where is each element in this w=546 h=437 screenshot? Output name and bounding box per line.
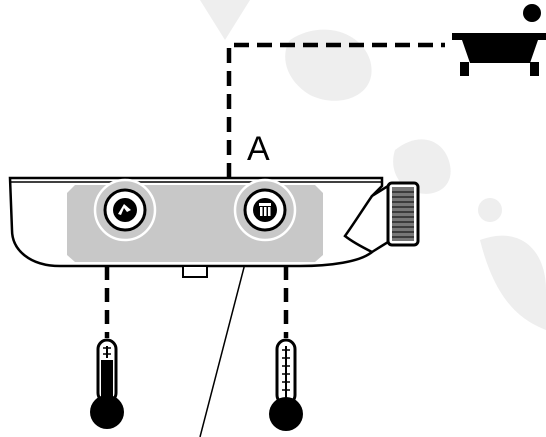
thermometer-hot-icon [90,338,124,429]
watermark [200,0,546,330]
mixer-body [8,176,384,278]
drain-nub [182,265,208,278]
shutoff-knob-icon [233,178,297,242]
diverter-knob-icon [93,178,157,242]
callout-label-a: A [247,130,270,168]
knurled-thermostat-handle-icon [343,181,420,254]
bathtub-icon [452,4,546,76]
thermometer-cold-icon [269,338,303,431]
outlet-pipe-dashed [226,42,445,178]
